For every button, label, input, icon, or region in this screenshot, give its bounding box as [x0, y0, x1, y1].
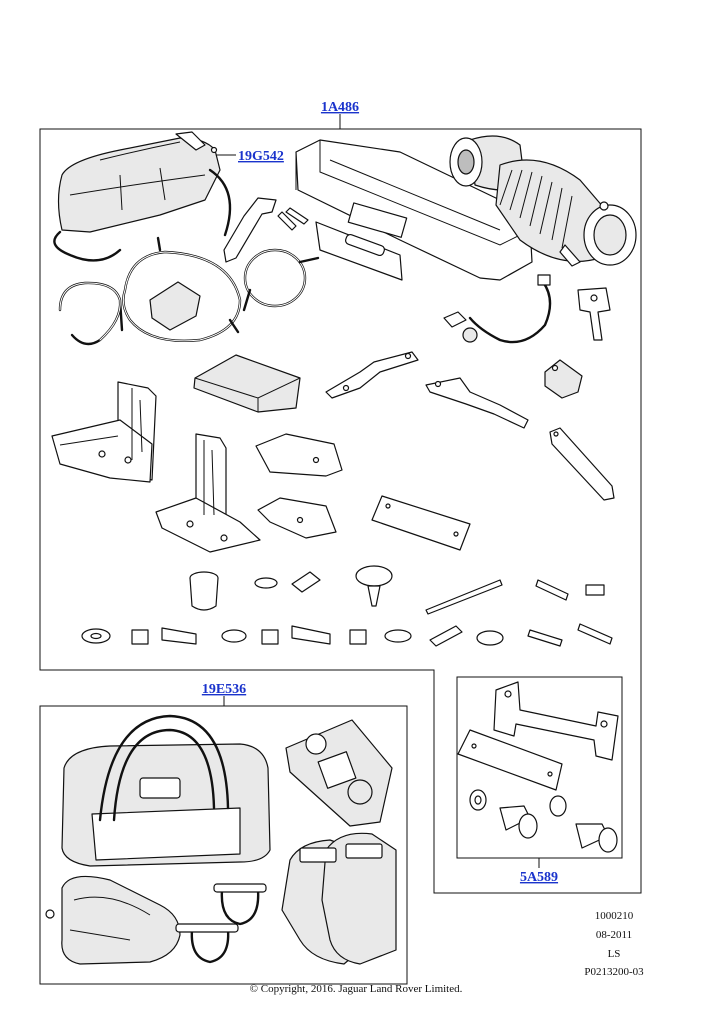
snatch-block	[285, 719, 393, 827]
reference-codes: 1000210 08-2011 LS P0213200-03	[584, 910, 644, 978]
ref-code-1: 1000210	[595, 910, 634, 922]
mounting-plate-upper	[493, 681, 619, 761]
winch-wiring	[443, 274, 552, 344]
mounting-plate-lower	[457, 729, 563, 791]
fasteners-row-1	[189, 565, 605, 615]
ring-cable	[242, 248, 320, 312]
gloves	[281, 832, 397, 965]
winch-cradle	[295, 139, 533, 281]
plate-kit-frame	[456, 676, 623, 868]
wiring-harness	[122, 236, 242, 342]
support-bracket-b	[425, 377, 529, 429]
callout-cover[interactable]: 19G542	[238, 149, 284, 164]
winch-motor	[449, 135, 526, 191]
switch-cable	[58, 281, 124, 346]
shackles	[175, 883, 267, 964]
winch-drum	[495, 159, 637, 267]
clamp-block	[544, 359, 583, 399]
solenoid-bracket	[577, 287, 611, 341]
mounting-bracket-left	[51, 381, 157, 483]
copyright-notice: © Copyright, 2016. Jaguar Land Rover Lim…	[250, 983, 463, 995]
recovery-bag	[61, 714, 271, 867]
winch-cover	[53, 131, 232, 262]
foam-pad	[193, 354, 301, 413]
callout-main-kit[interactable]: 1A486	[321, 100, 359, 115]
recovery-kit-frame	[39, 696, 408, 985]
mounting-bracket-right	[155, 433, 261, 553]
support-bracket-a	[325, 351, 419, 399]
flat-plate	[371, 495, 471, 551]
gusset-plate-b	[257, 497, 337, 539]
ref-code-2: 08-2011	[596, 929, 632, 941]
fasteners-row-2	[81, 623, 613, 647]
ref-code-3: LS	[608, 948, 621, 960]
angle-strap	[549, 427, 615, 501]
callout-recovery-kit[interactable]: 19E536	[202, 682, 246, 697]
battery-lead	[223, 197, 309, 263]
ref-code-4: P0213200-03	[584, 966, 644, 978]
tree-strap	[45, 875, 181, 965]
plate-fasteners	[469, 789, 618, 853]
gusset-plate-a	[255, 433, 343, 477]
callout-plate-kit[interactable]: 5A589	[520, 870, 558, 885]
main-kit-frame	[39, 114, 642, 894]
